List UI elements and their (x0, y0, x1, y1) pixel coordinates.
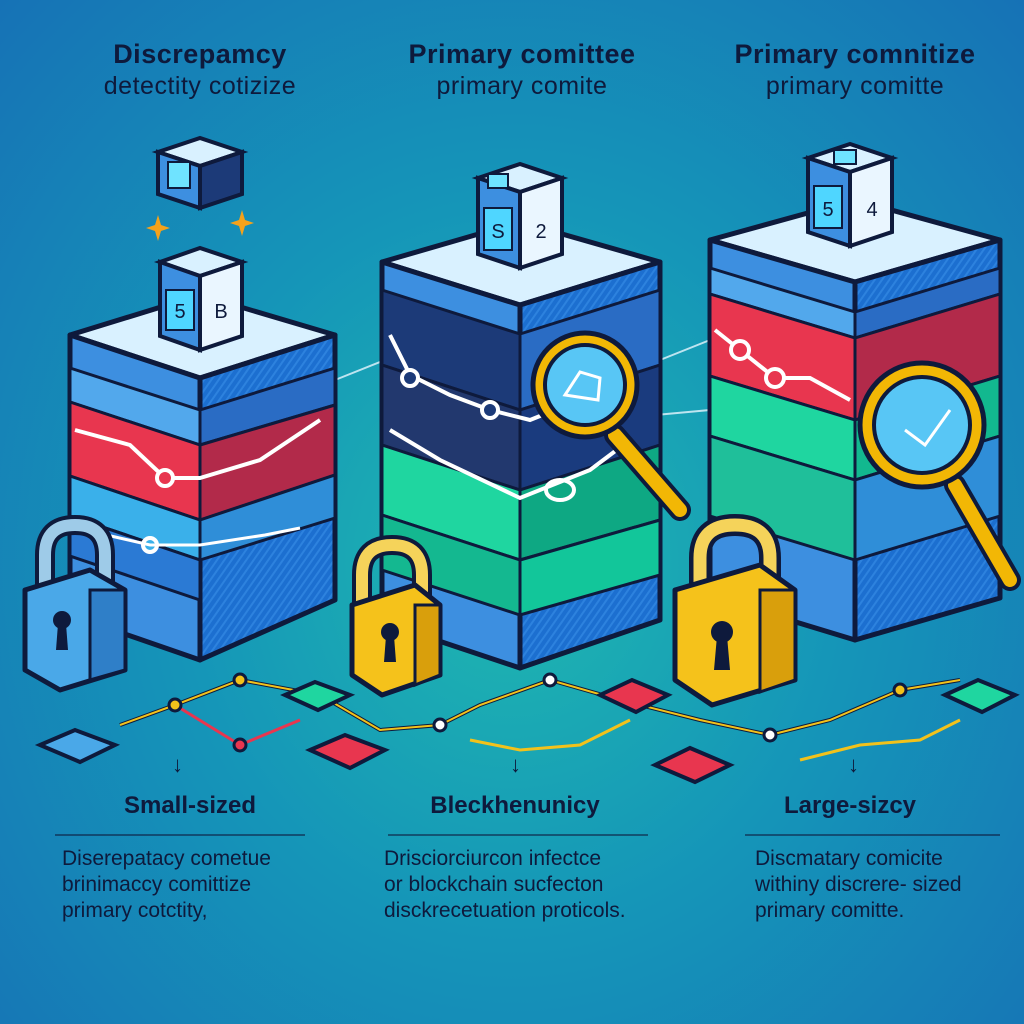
description-line: Diserepatacy cometue (62, 847, 271, 870)
cube-label-front: 5 (174, 301, 185, 323)
chip-icon (471, 161, 569, 271)
column-description-small: Diserepatacy cometue brinimaccy comittiz… (62, 846, 362, 924)
heading-line: detectity cotizize (103, 72, 297, 100)
chip-icon (305, 732, 390, 771)
chip-icon (153, 245, 249, 353)
cube-label-front: S (491, 221, 504, 243)
cube-label-side: 4 (866, 199, 877, 221)
cube-label-front: 5 (822, 199, 833, 221)
heading-line: Primary comittee (408, 39, 636, 69)
sparkle-icon (146, 210, 254, 241)
column-description-medium: Drisciorciurcon infectce or blockchain s… (384, 846, 684, 924)
description-line: withiny discrere- sized (755, 873, 962, 896)
column-heading-right: Primary comnitize primary comitte (705, 38, 1005, 102)
divider (55, 834, 305, 836)
description-line: Drisciorciurcon infectce (384, 847, 602, 870)
chain-node (167, 672, 908, 753)
description-line: primary cotctity, (62, 899, 208, 922)
chip-icon (595, 677, 673, 715)
magnifying-glass-icon (530, 330, 691, 521)
chip-icon (801, 141, 899, 249)
chip-icon (34, 727, 121, 765)
description-line: brinimaccy comittize (62, 873, 252, 896)
magnifying-glass-icon (857, 360, 1021, 591)
chip-icon (940, 677, 1020, 715)
column-title-small: Small-sized (123, 792, 257, 819)
chip-icon (151, 135, 249, 211)
padlock-icon (349, 534, 443, 698)
description-line: primary comitte. (755, 899, 905, 922)
description-line: or blockchain sucfecton (384, 873, 604, 896)
column-title-medium: Bleckhenunicy (430, 792, 600, 819)
cube-label-side: B (214, 301, 227, 323)
description-line: Discmatary comicite (755, 847, 943, 870)
heading-line: primary comitte (765, 72, 945, 100)
divider (388, 834, 648, 836)
down-arrow-icon: ↓ (848, 752, 859, 777)
cube-label-side: 2 (535, 221, 546, 243)
padlock-icon (672, 513, 798, 708)
down-arrow-icon: ↓ (510, 752, 521, 777)
heading-line: Primary comnitize (734, 39, 976, 69)
chip-icon (650, 745, 735, 785)
heading-line: Discrepamcy (113, 39, 287, 69)
column-heading-left: Discrepamcy detectity cotizize (50, 38, 350, 102)
column-title-large: Large-sizcy (783, 792, 917, 819)
divider (745, 834, 1000, 836)
padlock-icon (22, 514, 128, 693)
down-arrow-icon: ↓ (172, 752, 183, 777)
heading-line: primary comite (436, 72, 608, 100)
chip-icon (280, 679, 356, 713)
column-heading-center: Primary comittee primary comite (372, 38, 672, 102)
description-line: disckrecetuation proticols. (384, 899, 626, 922)
column-description-large: Discmatary comicite withiny discrere- si… (755, 846, 1024, 924)
